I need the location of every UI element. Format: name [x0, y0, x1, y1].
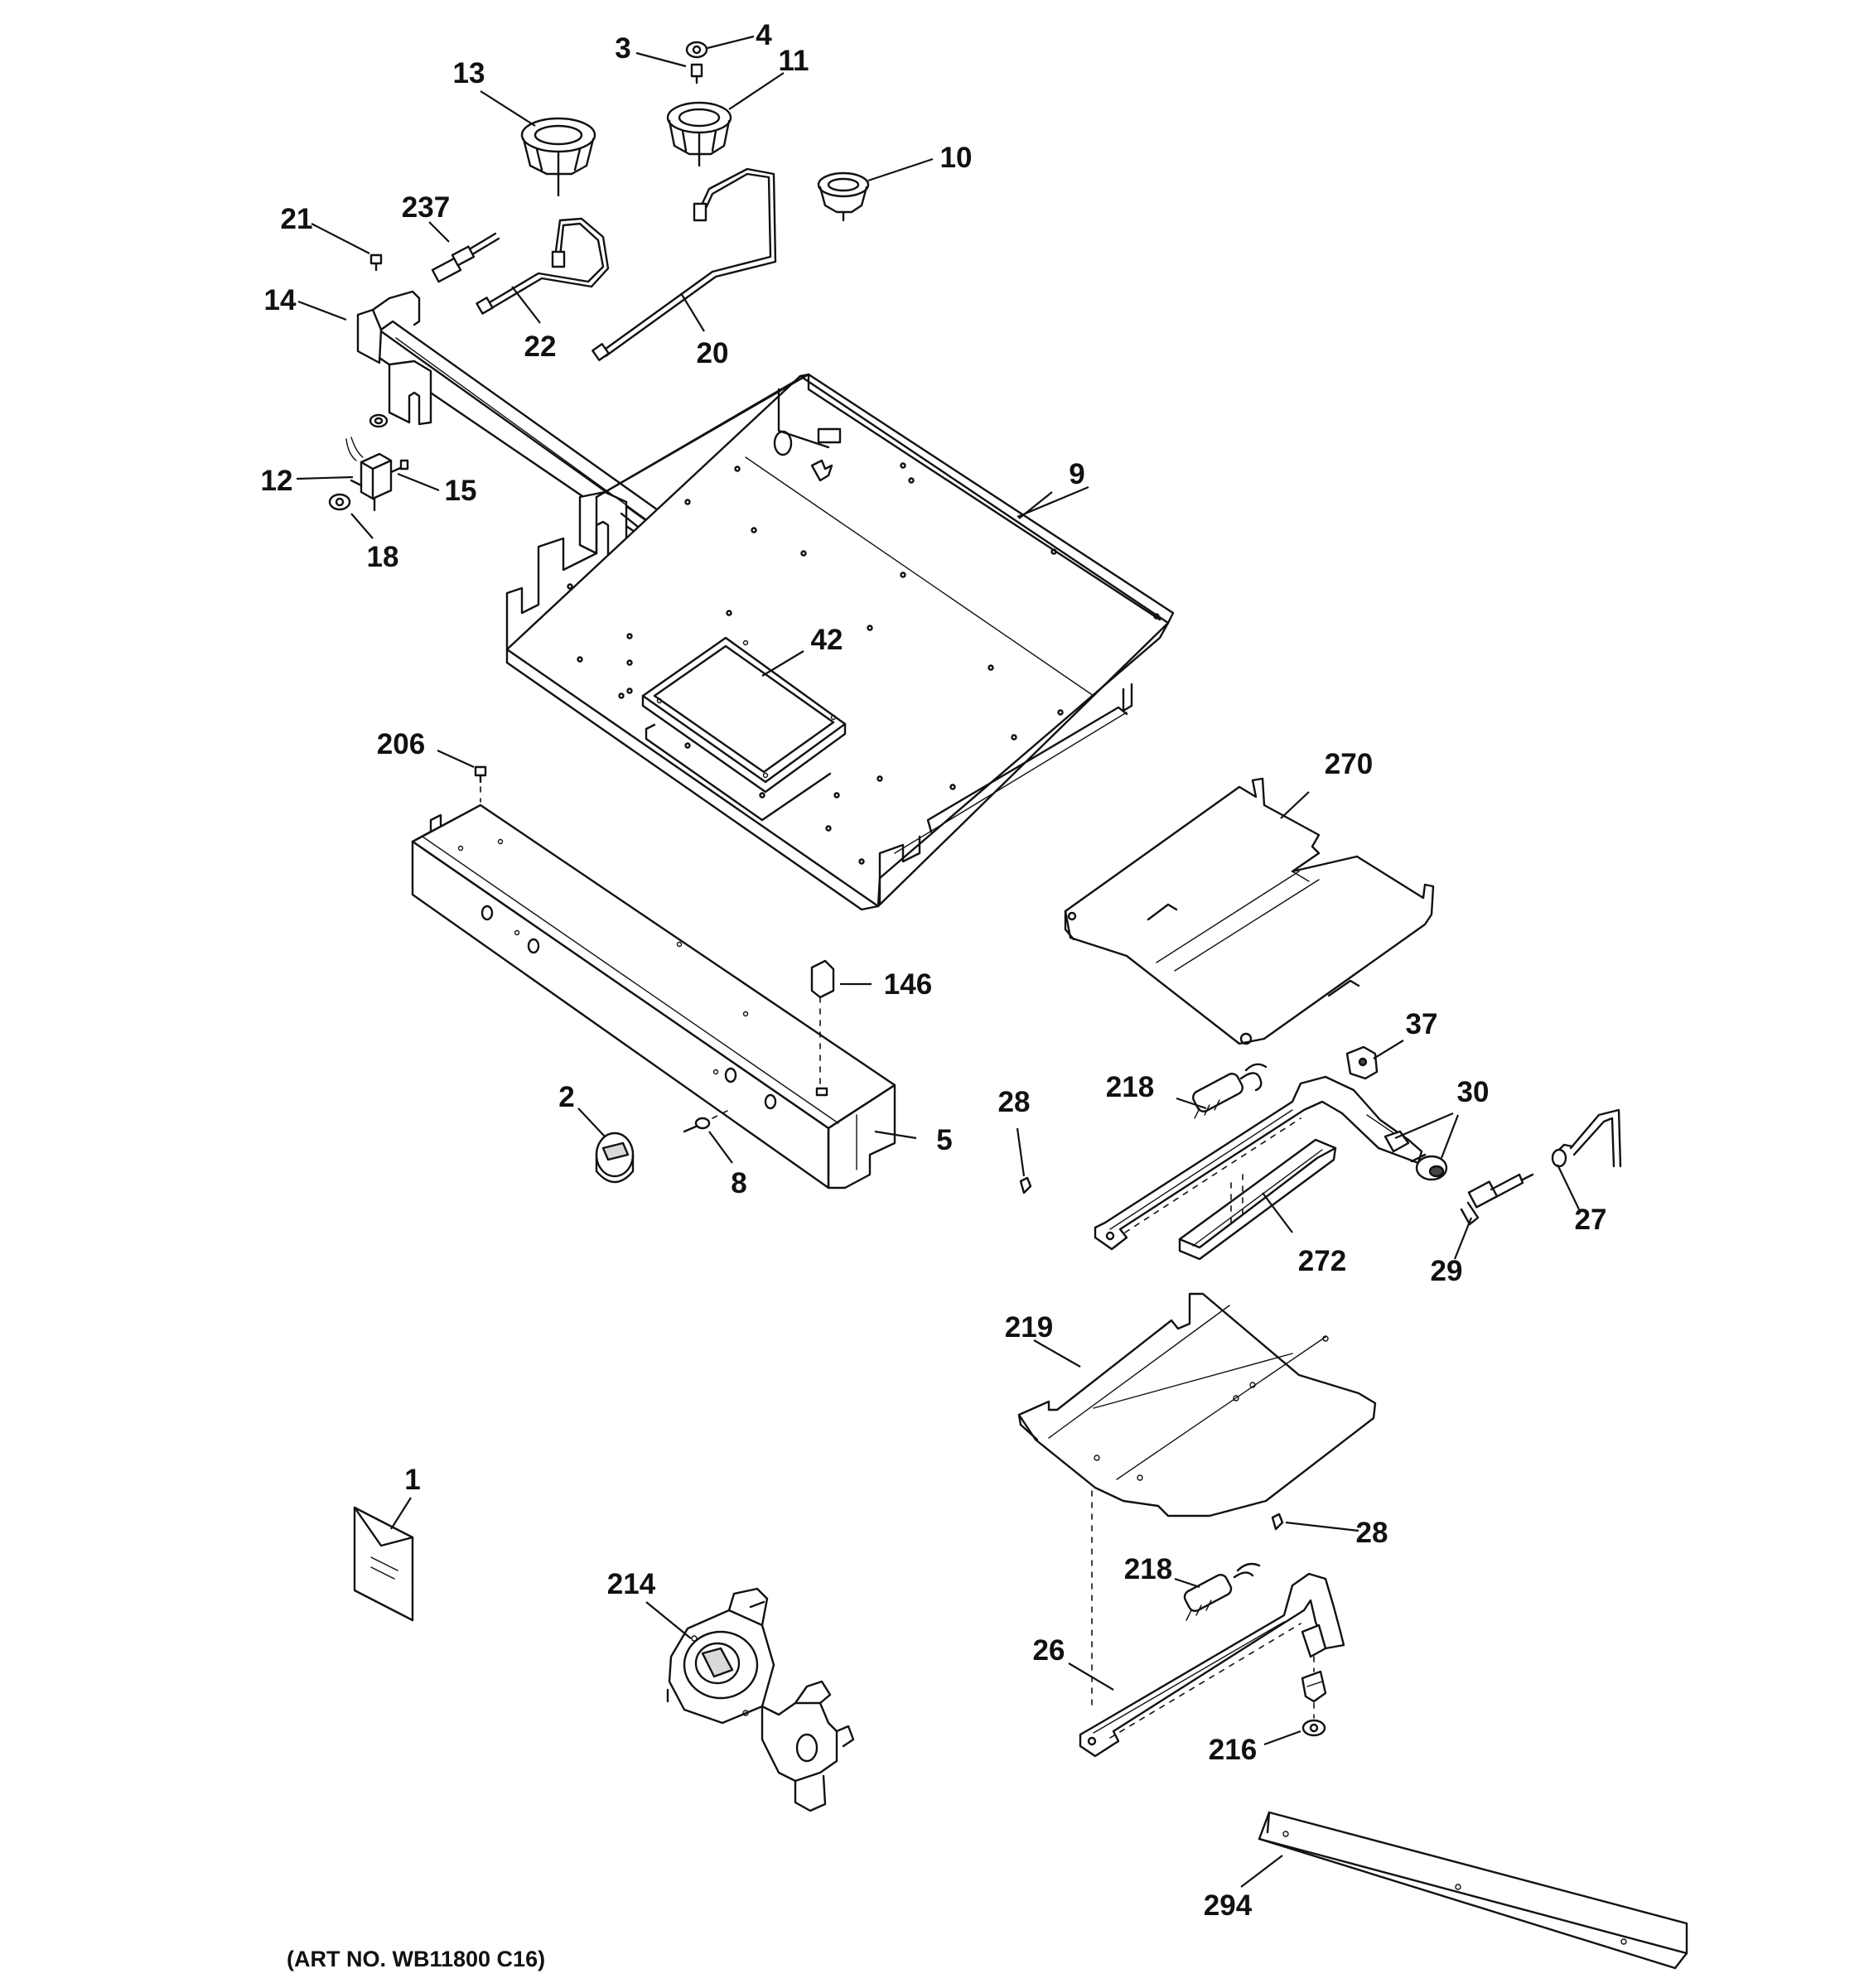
callout-42: 42 [811, 624, 843, 656]
callout-12: 12 [261, 465, 293, 497]
gas-valve-214 [666, 1587, 855, 1812]
callout-206: 206 [377, 728, 425, 760]
gas-tube-22 [476, 217, 610, 315]
heat-spreader-272 [1178, 1138, 1337, 1261]
igniter-218-lower [1183, 1562, 1261, 1621]
callout-18: 18 [367, 541, 399, 573]
igniter-218-upper [1192, 1063, 1268, 1119]
callout-216: 216 [1209, 1734, 1257, 1766]
callout-28-upper: 28 [998, 1086, 1031, 1118]
orifice-fitting-237 [431, 232, 500, 283]
washer-ring [369, 413, 389, 428]
callout-146: 146 [884, 968, 932, 1001]
trim-294 [1258, 1811, 1688, 1970]
literature-envelope-1 [353, 1506, 414, 1622]
screw-3 [690, 63, 703, 84]
callout-219: 219 [1005, 1311, 1053, 1344]
callout-237: 237 [402, 191, 450, 224]
callout-28-lower: 28 [1356, 1517, 1388, 1549]
art-number: (ART NO. WB11800 C16) [287, 1947, 545, 1971]
callout-4: 4 [756, 19, 772, 51]
manifold-pipe-14 [356, 290, 688, 562]
burner-box-9 [505, 373, 1175, 911]
clip-28-lower [1271, 1513, 1284, 1531]
callout-214: 214 [607, 1568, 656, 1600]
knob-2 [595, 1132, 635, 1184]
orifice-29 [1460, 1173, 1534, 1226]
callout-27: 27 [1575, 1204, 1607, 1236]
bracket-37 [1345, 1045, 1379, 1080]
broil-shield-270 [1064, 777, 1435, 1045]
clip-28-upper [1019, 1176, 1032, 1194]
air-shutter-216 [1301, 1656, 1327, 1737]
air-shutter-30 [1384, 1130, 1448, 1181]
callout-5: 5 [936, 1124, 952, 1156]
access-plate-42 [641, 636, 847, 822]
screw-8 [683, 1109, 730, 1133]
callout-10: 10 [940, 142, 973, 174]
callout-2: 2 [558, 1081, 574, 1113]
callout-270: 270 [1325, 748, 1373, 780]
callout-14: 14 [264, 284, 297, 316]
gas-tube-27 [1551, 1108, 1622, 1168]
callout-26: 26 [1033, 1634, 1065, 1667]
callout-218-upper: 218 [1106, 1071, 1154, 1103]
callout-15: 15 [445, 475, 477, 507]
callout-22: 22 [524, 331, 557, 363]
bake-burner-26 [1079, 1572, 1345, 1758]
burner-head-13 [520, 117, 596, 197]
oven-bottom-219 [1017, 1292, 1377, 1707]
callout-1: 1 [404, 1464, 420, 1496]
callout-21: 21 [281, 203, 313, 235]
clip-146 [810, 959, 835, 1086]
callout-294: 294 [1204, 1889, 1253, 1922]
screw-21 [369, 253, 383, 272]
gas-tube-20 [592, 167, 777, 361]
nut-4 [685, 41, 708, 59]
callout-30: 30 [1457, 1076, 1490, 1108]
screw-206 [474, 765, 487, 803]
burner-head-10 [817, 171, 870, 222]
callout-labels: 13 3 4 11 10 21 237 14 22 20 9 12 15 18 … [261, 19, 1607, 1922]
callout-13: 13 [453, 57, 485, 89]
callout-9: 9 [1069, 458, 1084, 490]
callout-20: 20 [697, 337, 729, 369]
spark-switch-12-15 [345, 437, 409, 512]
callout-218-lower: 218 [1124, 1553, 1172, 1585]
callout-272: 272 [1298, 1245, 1346, 1277]
callout-29: 29 [1431, 1255, 1463, 1287]
callout-37: 37 [1406, 1008, 1438, 1040]
callout-11: 11 [779, 45, 809, 77]
leader-lines [296, 35, 1580, 1888]
burner-head-11 [666, 101, 732, 167]
manifold-panel-5 [411, 803, 896, 1189]
callout-3: 3 [615, 32, 630, 65]
callout-8: 8 [731, 1167, 746, 1199]
nut-18 [328, 493, 351, 511]
